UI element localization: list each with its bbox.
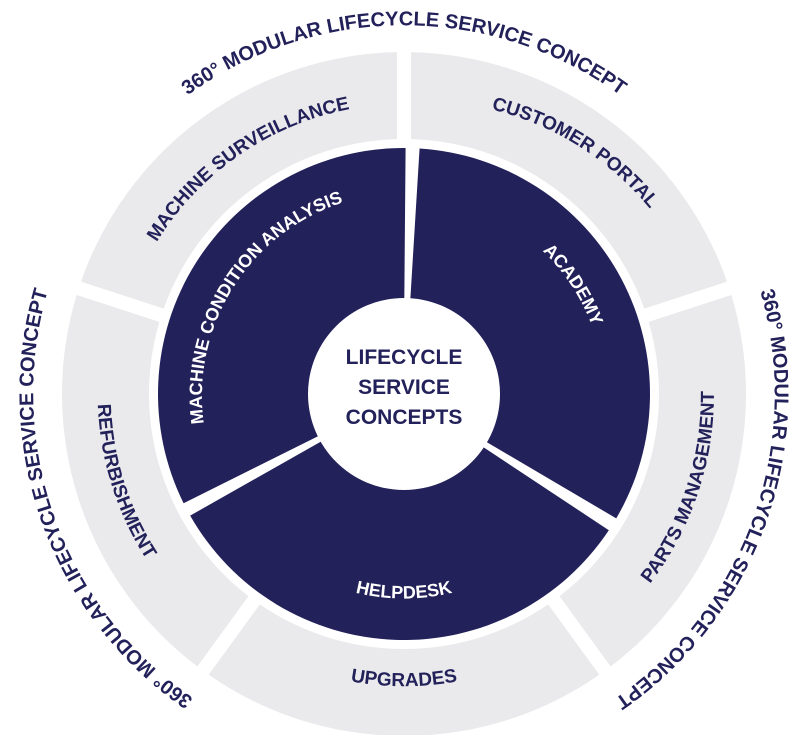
outer-segment-machine-surveillance [80,52,397,309]
outer-segment-upgrades [208,604,600,735]
ring-label-top: 360° MODULAR LIFECYCLE SERVICE CONCEPT [178,8,630,99]
outer-segment-parts-management [559,295,747,667]
center-title: LIFECYCLE SERVICE CONCEPTS [346,346,463,429]
outer-ring [61,52,747,735]
center-circle [308,298,500,490]
center-title-line-2: SERVICE [358,376,450,399]
center-title-line-1: LIFECYCLE [346,346,463,369]
inner-segment-helpdesk [190,394,609,640]
outer-segment-refurbishment [61,295,249,667]
center-title-line-3: CONCEPTS [346,406,463,429]
outer-segment-customer-portal [411,52,728,309]
